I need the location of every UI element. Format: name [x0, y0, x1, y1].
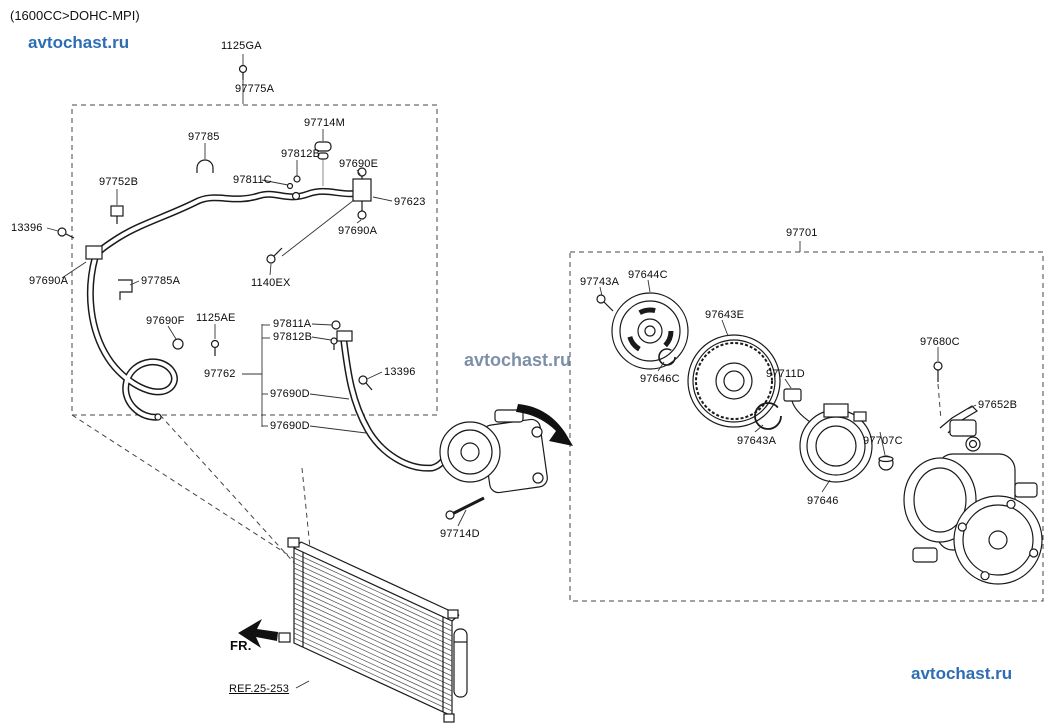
watermark-top-left: avtochast.ru [28, 33, 130, 52]
snap-ring-97643A-art [754, 402, 782, 430]
compressor-small-art [439, 409, 548, 520]
compressor-body-art [903, 419, 1043, 585]
bolt-97680C-art [933, 361, 943, 421]
hose-assembly-art [57, 64, 452, 472]
bolt-1140EX-art [266, 247, 283, 264]
part-label-97690D: 97690D [270, 388, 310, 400]
clamp-97752B-art [110, 205, 124, 224]
page-title: (1600CC>DOHC-MPI) [10, 8, 140, 23]
part-label-97785A: 97785A [141, 275, 181, 287]
part-label-97690A-2: 97690A [29, 275, 69, 287]
part-label-97711D: 97711D [766, 368, 805, 380]
right-dashed-box [569, 251, 1044, 602]
part-label-97762: 97762 [204, 368, 236, 380]
hose-flange-art [336, 330, 353, 342]
clutch-disc-97644C-art [611, 292, 689, 370]
washer-97811C-art [286, 182, 294, 190]
condenser-bracket [443, 713, 455, 723]
leader-lines [46, 54, 977, 689]
part-label-97752B: 97752B [99, 176, 139, 188]
part-label-97646C: 97646C [640, 373, 680, 385]
part-label-97812B-2: 97812B [273, 331, 313, 343]
hose-end-fitting [85, 245, 103, 260]
expansion-valve-art [352, 167, 372, 220]
watermark-center: avtochast.ru [464, 350, 572, 370]
part-label-97743A: 97743A [580, 276, 620, 288]
part-label-1140EX: 1140EX [251, 277, 291, 289]
clamp-97785-art [196, 159, 214, 173]
condenser-bracket [287, 537, 300, 548]
part-label-97811A: 97811A [273, 318, 312, 330]
part-label-97690E: 97690E [339, 158, 379, 170]
bolt-97714D-art [445, 496, 485, 520]
part-label-97646: 97646 [807, 495, 839, 507]
part-label-97644C: 97644C [628, 269, 668, 281]
bolt-1125AE-art [210, 339, 220, 356]
bolt-97812B-top-art [293, 175, 301, 183]
part-label-97701: 97701 [786, 227, 818, 239]
bolt-13396-right-art [358, 375, 373, 391]
oring-97690F-art [172, 338, 184, 350]
condenser-art [278, 537, 468, 723]
part-label-97785: 97785 [188, 131, 220, 143]
part-label-97707C: 97707C [863, 435, 903, 447]
part-label-13396: 13396 [11, 222, 43, 234]
part-label-97690D-2: 97690D [270, 420, 310, 432]
snap-ring-97646C-art [658, 348, 676, 366]
receiver-drier-art [453, 628, 468, 698]
part-label-13396-2: 13396 [384, 366, 416, 378]
plug-97707C-art [878, 455, 894, 471]
zoom-arrow [516, 404, 573, 446]
oring-97811A-art [331, 320, 341, 330]
condenser-bracket [447, 609, 459, 619]
part-label-1125GA: 1125GA [221, 40, 262, 52]
part-label-97643A: 97643A [737, 435, 777, 447]
watermark-bottom-right: avtochast.ru [911, 664, 1013, 683]
pulley-97643E-art [687, 334, 781, 428]
condenser-bracket [278, 632, 291, 643]
fr-arrow-icon [238, 619, 278, 648]
part-label-97680C: 97680C [920, 336, 960, 348]
bolt-13396-left-art [57, 227, 75, 239]
part-label-97652B: 97652B [978, 399, 1018, 411]
part-label-97690F: 97690F [146, 315, 185, 327]
part-label-97690A: 97690A [338, 225, 378, 237]
hose-tip [154, 413, 162, 421]
part-label-97643E: 97643E [705, 309, 745, 321]
left-dashed-box [71, 104, 438, 578]
bolt-97812B-mid-art [330, 337, 338, 350]
field-coil-97646-art [799, 403, 873, 483]
ref-25-253-link[interactable]: REF.25-253 [229, 683, 290, 695]
compressor-exploded-art [596, 292, 1043, 585]
part-label-97811C: 97811C [233, 174, 272, 186]
part-label-97714D: 97714D [440, 528, 480, 540]
part-label-1125AE: 1125AE [196, 312, 236, 324]
hose-joint [291, 191, 301, 201]
bracket-97785A-art [118, 279, 133, 300]
grommet-97714M-art [314, 141, 332, 186]
fr-label: FR. [230, 638, 252, 653]
part-label-97812B: 97812B [281, 148, 321, 160]
part-label-97775A: 97775A [235, 83, 275, 95]
part-label-97714M: 97714M [304, 117, 345, 129]
part-label-97623: 97623 [394, 196, 426, 208]
bolt-97743A-art [596, 294, 614, 312]
